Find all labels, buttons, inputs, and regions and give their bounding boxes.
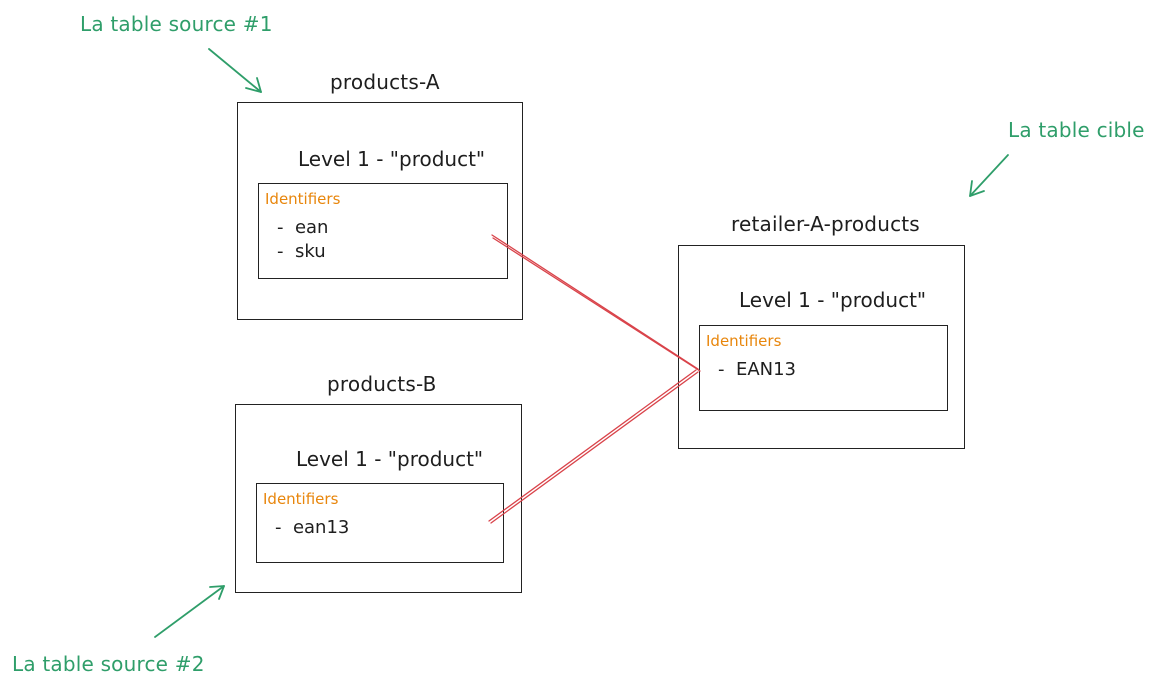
identifier-item: ean13: [275, 516, 349, 540]
identifiers-list: eansku: [277, 216, 329, 264]
identifier-item: EAN13: [718, 358, 796, 382]
note-source-1: La table source #1: [80, 12, 273, 36]
identifiers-label: Identifiers: [263, 490, 339, 508]
identifiers-label: Identifiers: [706, 332, 782, 350]
arrow-icon: [154, 585, 225, 638]
level-label: Level 1 - "product": [298, 147, 486, 171]
table-retailer-a-products: Level 1 - "product" Identifiers EAN13: [678, 245, 965, 449]
arrow-icon: [969, 154, 1009, 197]
identifiers-label: Identifiers: [265, 190, 341, 208]
level-label: Level 1 - "product": [296, 447, 484, 471]
identifier-item: ean: [277, 216, 329, 240]
arrow-icon: [208, 48, 262, 93]
identifiers-box: Identifiers eansku: [258, 183, 508, 279]
table-products-b: Level 1 - "product" Identifiers ean13: [235, 404, 522, 593]
table-title-products-a: products-A: [330, 70, 440, 94]
identifier-item: sku: [277, 240, 328, 264]
table-title-products-b: products-B: [327, 372, 437, 396]
identifiers-box: Identifiers EAN13: [699, 325, 948, 411]
table-products-a: Level 1 - "product" Identifiers eansku: [237, 102, 523, 320]
identifiers-box: Identifiers ean13: [256, 483, 504, 563]
level-label: Level 1 - "product": [739, 288, 927, 312]
identifiers-list: EAN13: [718, 358, 796, 382]
link-ean-to-ean13: [491, 234, 701, 372]
note-source-2: La table source #2: [12, 652, 205, 676]
table-title-retailer-a-products: retailer-A-products: [731, 212, 920, 236]
identifiers-list: ean13: [275, 516, 349, 540]
note-target: La table cible: [1008, 118, 1145, 142]
